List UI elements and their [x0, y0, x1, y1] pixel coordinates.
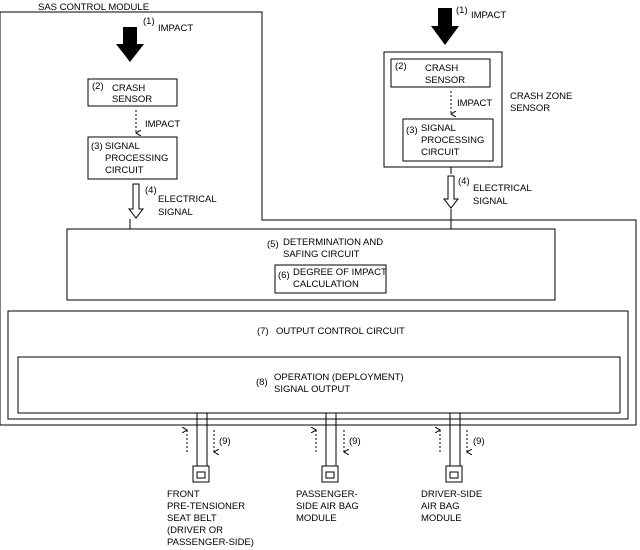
crash-sensor-line2-left: SENSOR [112, 94, 152, 105]
impact-arrow-left [116, 27, 144, 62]
degree-line2: CALCULATION [293, 279, 359, 290]
impact-label-left: IMPACT [158, 23, 193, 34]
electrical-line1-left: ELECTRICAL [158, 194, 217, 205]
degree-line1: DEGREE OF IMPACT [293, 267, 387, 278]
crash-zone-line2: SENSOR [510, 103, 550, 114]
crash-sensor-line1-left: CRASH [112, 83, 145, 94]
sas-module-outline [0, 11, 637, 426]
crash-sensor-line1-right: CRASH [425, 63, 458, 74]
impact-arrow-right [431, 8, 459, 45]
crash-sensor-box-right [390, 58, 491, 88]
operation-line1: OPERATION (DEPLOYMENT) [274, 372, 404, 383]
passenger-line1: PASSENGER- [296, 489, 358, 500]
output-driver-air-bag: (9) [440, 413, 485, 483]
determination-line1: DETERMINATION AND [283, 237, 383, 248]
impact-label-right: IMPACT [471, 10, 506, 21]
impact-label-left-inner: IMPACT [145, 119, 180, 130]
svg-text:(9): (9) [349, 436, 361, 447]
crash-sensor-line2-right: SENSOR [425, 75, 465, 86]
label-1-left: (1) [143, 16, 155, 27]
signal-processing-line1-left: SIGNAL [105, 141, 140, 152]
seat-belt-line2: PRE-TENSIONER [167, 501, 245, 512]
module-title: SAS CONTROL MODULE [38, 2, 149, 13]
output-control-label: OUTPUT CONTROL CIRCUIT [276, 326, 405, 337]
seat-belt-line1: FRONT [167, 489, 200, 500]
electrical-signal-arrow-left [127, 183, 145, 219]
crash-zone-line1: CRASH ZONE [510, 91, 572, 102]
label-4-left: (4) [145, 185, 157, 196]
label-3-left: (3) [91, 141, 103, 152]
label-5: (5) [267, 239, 279, 250]
svg-text:(9): (9) [219, 436, 231, 447]
seat-belt-line5: PASSENGER-SIDE) [167, 537, 254, 548]
signal-processing-line2-right: PROCESSING [421, 135, 484, 146]
signal-processing-line2-left: PROCESSING [105, 153, 168, 164]
driver-line1: DRIVER-SIDE [421, 489, 482, 500]
seat-belt-line4: (DRIVER OR [167, 525, 223, 536]
signal-processing-line1-right: SIGNAL [421, 123, 456, 134]
label-8: (8) [256, 377, 268, 388]
driver-line2: AIR BAG [421, 501, 460, 512]
passenger-line2: SIDE AIR BAG [296, 501, 359, 512]
label-4-right: (4) [458, 176, 470, 187]
operation-line2: SIGNAL OUTPUT [274, 384, 350, 395]
degree-box [274, 264, 387, 294]
operation-box [17, 356, 621, 414]
signal-processing-box-right [402, 118, 494, 162]
label-2-left: (2) [92, 81, 104, 92]
crash-sensor-box-left [87, 78, 178, 107]
impact-label-right-inner: IMPACT [457, 98, 492, 109]
signal-processing-line3-left: CIRCUIT [105, 165, 144, 176]
label-6: (6) [278, 270, 290, 281]
output-seat-belt: (9) [187, 413, 231, 483]
svg-text:(9): (9) [473, 436, 485, 447]
electrical-signal-arrow-right [442, 175, 460, 209]
determination-line2: SAFING CIRCUIT [283, 249, 360, 260]
label-7: (7) [257, 326, 269, 337]
passenger-line3: MODULE [296, 513, 337, 524]
driver-line3: MODULE [421, 513, 462, 524]
signal-processing-box-left [87, 136, 178, 180]
signal-processing-line3-right: CIRCUIT [421, 147, 460, 158]
electrical-line2-left: SIGNAL [158, 207, 193, 218]
label-1-right: (1) [456, 5, 468, 16]
electrical-line2-right: SIGNAL [473, 196, 508, 207]
electrical-line1-right: ELECTRICAL [473, 183, 532, 194]
label-3-right: (3) [406, 125, 418, 136]
seat-belt-line3: SEAT BELT [167, 513, 217, 524]
label-2-right: (2) [395, 61, 407, 72]
output-passenger-air-bag: (9) [316, 413, 361, 483]
